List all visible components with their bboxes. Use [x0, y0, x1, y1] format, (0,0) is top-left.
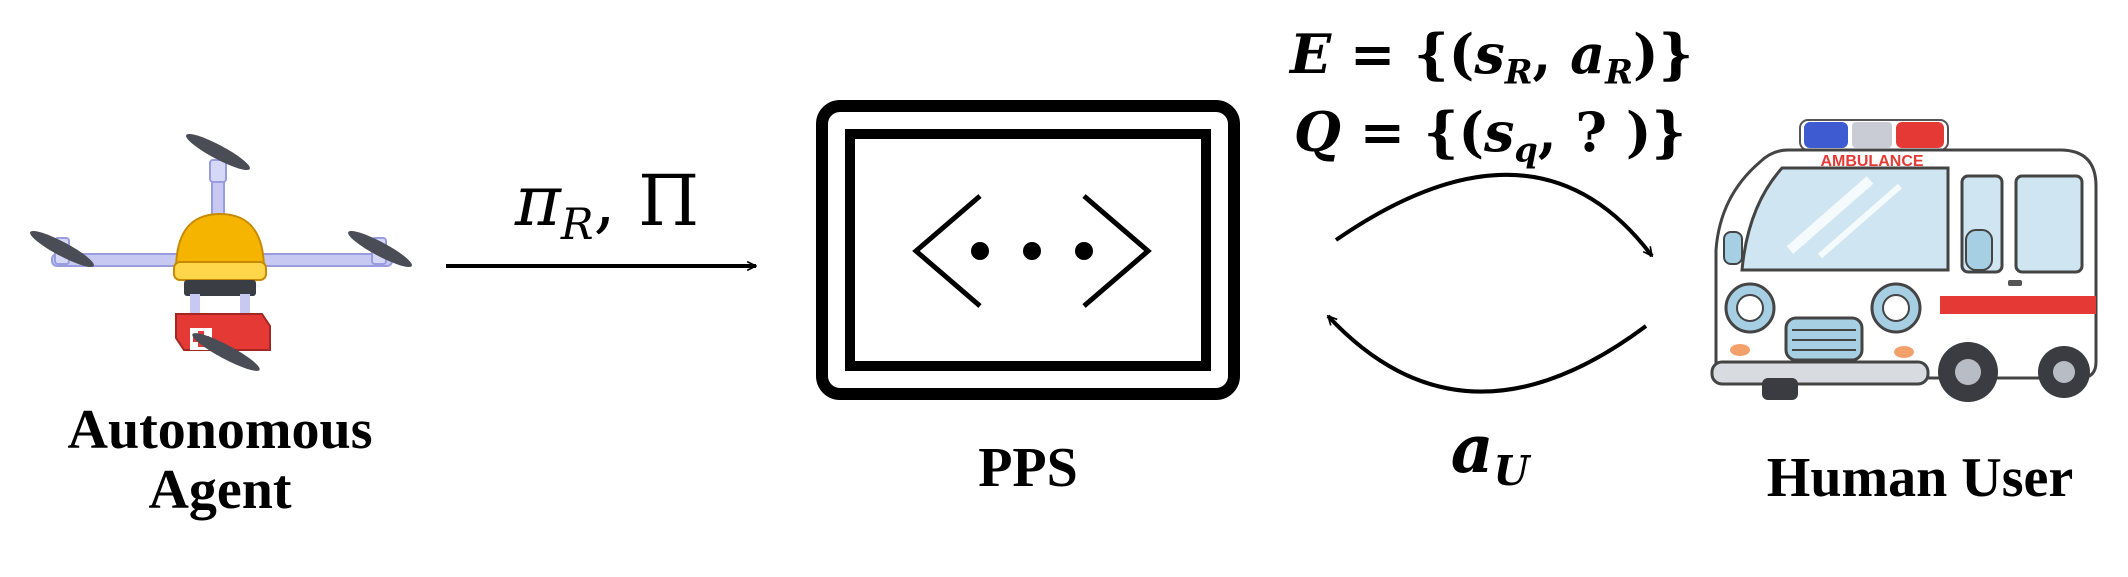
arrow-pps-to-user: [1334, 172, 1654, 256]
q-eq: = {(: [1359, 100, 1485, 164]
a-symbol: a: [1450, 410, 1494, 488]
ambulance-sign: AMBULANCE: [1820, 153, 1923, 170]
explanation-set-label: E = {(sR, aR)}: [1290, 22, 1694, 89]
query-set-label: Q = {(sq, ? )}: [1290, 100, 1690, 167]
e-s: s: [1474, 22, 1505, 86]
agent-label: Autonomous Agent: [10, 400, 430, 521]
code-window-icon: [816, 100, 1240, 400]
ambulance-icon: [1710, 119, 2098, 402]
policy-separator: ,: [593, 160, 616, 242]
drone-icon: [30, 134, 412, 371]
q-s-sub: q: [1514, 130, 1538, 170]
q-symbol: Q: [1293, 100, 1341, 164]
arrow-user-to-pps: [1326, 314, 1648, 394]
q-rest: , ? )}: [1537, 100, 1687, 164]
e-symbol: E: [1290, 22, 1332, 86]
pi-subscript: R: [560, 199, 594, 250]
e-a-sub: R: [1605, 52, 1633, 92]
pi-symbol: π: [514, 160, 561, 242]
policy-set-symbol: Π: [638, 160, 700, 242]
agent-label-line2: Agent: [148, 459, 292, 522]
a-subscript: U: [1493, 447, 1530, 496]
human-user-label: Human User: [1766, 447, 2074, 509]
e-s-sub: R: [1504, 52, 1533, 92]
agent-label-line1: Autonomous: [67, 399, 373, 461]
user-action-label: aU: [1420, 410, 1560, 492]
q-s: s: [1484, 100, 1515, 164]
e-eq: = {(: [1349, 22, 1475, 86]
policy-label: πR, Π: [462, 160, 752, 247]
e-close: )}: [1632, 22, 1694, 86]
e-comma: ,: [1532, 22, 1571, 86]
pps-label: PPS: [978, 437, 1078, 499]
e-a: a: [1570, 22, 1606, 86]
